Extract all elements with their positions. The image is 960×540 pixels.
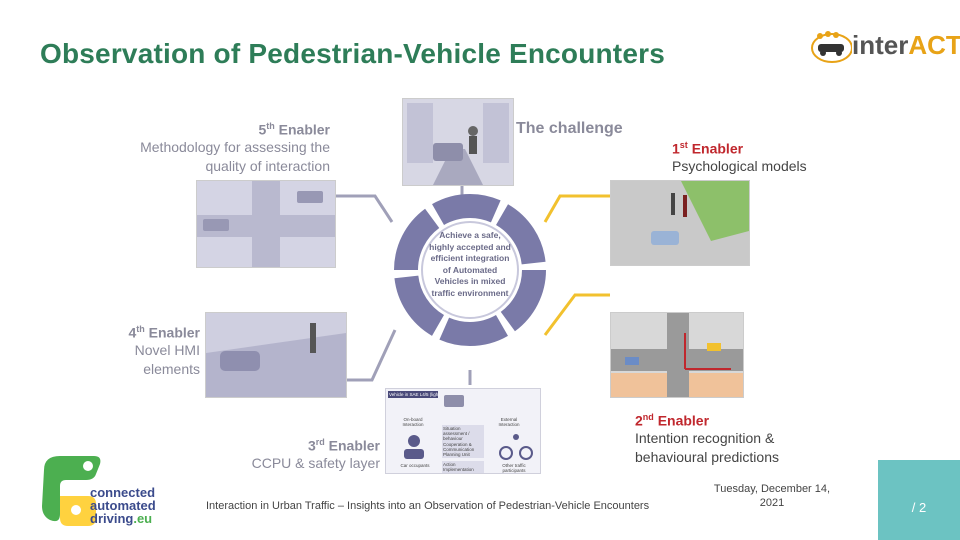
park-crossing-icon xyxy=(611,181,749,265)
enabler-1-num: 1 xyxy=(672,140,680,157)
enabler-3-word: Enabler xyxy=(328,437,380,454)
intersection-scene-icon xyxy=(197,181,335,267)
enabler-2-desc-2: behavioural predictions xyxy=(635,448,779,465)
occupant-icon xyxy=(404,435,424,459)
street-scene-icon xyxy=(403,99,513,185)
enabler-4-word: Enabler xyxy=(148,324,200,341)
central-ring xyxy=(394,194,546,346)
enabler-5-word: Enabler xyxy=(278,121,330,138)
ccpu-diagram: Vehicle in SAE L4/5 (light) On-board Int… xyxy=(385,388,541,474)
enabler-5: 5th Enabler Methodology for assessing th… xyxy=(120,121,330,176)
enabler-4: 4th Enabler Novel HMI elements xyxy=(100,324,200,379)
enabler-5-desc-2: quality of interaction xyxy=(205,157,330,174)
footer-date-line1: Tuesday, December 14, xyxy=(713,483,831,495)
enabler-2-desc-1: Intention recognition & xyxy=(635,429,775,446)
hmi-car-icon xyxy=(206,313,346,397)
page-number: / 2 xyxy=(911,500,927,515)
enabler-5-num: 5 xyxy=(258,121,267,138)
enabler-5-desc-1: Methodology for assessing the xyxy=(140,138,330,155)
enabler-4-sup: th xyxy=(136,324,145,334)
enabler-4-num: 4 xyxy=(128,324,137,341)
enabler-1-desc-1: Psychological models xyxy=(672,157,807,174)
cad-line3-suffix: .eu xyxy=(133,511,153,526)
connector-1st xyxy=(543,194,610,223)
page-number-box: / 2 xyxy=(878,460,960,540)
car-logo-icon xyxy=(811,31,852,63)
interact-logo: interACT xyxy=(808,26,960,66)
logo-word-inter: inter xyxy=(852,30,909,60)
enabler-2: 2nd Enabler Intention recognition & beha… xyxy=(635,412,779,467)
connector-5th xyxy=(335,194,394,223)
logo-word-act: ACT xyxy=(908,30,960,60)
enabler-5-sup: th xyxy=(266,121,275,131)
footer-date: Tuesday, December 14, 2021 xyxy=(700,482,844,510)
connector-4th xyxy=(345,329,397,382)
ccpu-c2: Cooperation & Communication Planning Uni… xyxy=(442,441,484,458)
enabler-3-sup: rd xyxy=(315,437,325,447)
slide-title: Observation of Pedestrian-Vehicle Encoun… xyxy=(40,38,665,69)
enabler-3-num: 3 xyxy=(307,437,316,454)
ccpu-b2: Other traffic participants xyxy=(502,463,526,473)
cad-line3: driving xyxy=(90,511,134,526)
enabler-3-desc-1: CCPU & safety layer xyxy=(251,454,380,471)
cad-logo: connected automated driving.eu xyxy=(38,452,188,532)
ccpu-external: External Interaction xyxy=(498,417,520,427)
challenge-label: The challenge xyxy=(516,120,623,137)
ccpu-onboard: On-board Interaction xyxy=(402,417,424,427)
enabler-1-word: Enabler xyxy=(691,140,744,157)
enabler-4-image xyxy=(205,312,347,398)
enabler-1: 1st Enabler Psychological models xyxy=(672,140,807,176)
ccpu-b1: Car occupants xyxy=(400,463,430,468)
enabler-5-image xyxy=(196,180,336,268)
ccpu-c3: Action Implementation xyxy=(442,461,484,473)
enabler-4-desc-2: elements xyxy=(143,360,200,377)
enabler-2-word: Enabler xyxy=(657,412,710,429)
enabler-2-num: 2 xyxy=(635,412,643,429)
challenge-image xyxy=(402,98,514,186)
ccpu-car-icon xyxy=(444,395,464,407)
enabler-2-image xyxy=(610,312,744,398)
enabler-4-desc-1: Novel HMI xyxy=(134,341,200,358)
enabler-3: 3rd Enabler CCPU & safety layer xyxy=(230,437,380,473)
connector-2nd xyxy=(543,293,610,336)
enabler-1-image xyxy=(610,180,750,266)
ccpu-header: Vehicle in SAE L4/5 (light) xyxy=(388,391,438,398)
cad-line1: connected xyxy=(90,485,156,500)
footer-date-line2: 2021 xyxy=(759,497,785,509)
enabler-2-sup: nd xyxy=(642,412,654,422)
crossroad-icon xyxy=(611,313,743,397)
footer-caption: Interaction in Urban Traffic – Insights … xyxy=(206,500,650,512)
center-goal-text: Achieve a safe, highly accepted and effi… xyxy=(429,230,511,298)
cad-line2: automated xyxy=(90,498,156,513)
cyclist-icon xyxy=(499,434,533,460)
enabler-1-sup: st xyxy=(679,140,688,150)
cad-logo-icon xyxy=(42,456,101,526)
